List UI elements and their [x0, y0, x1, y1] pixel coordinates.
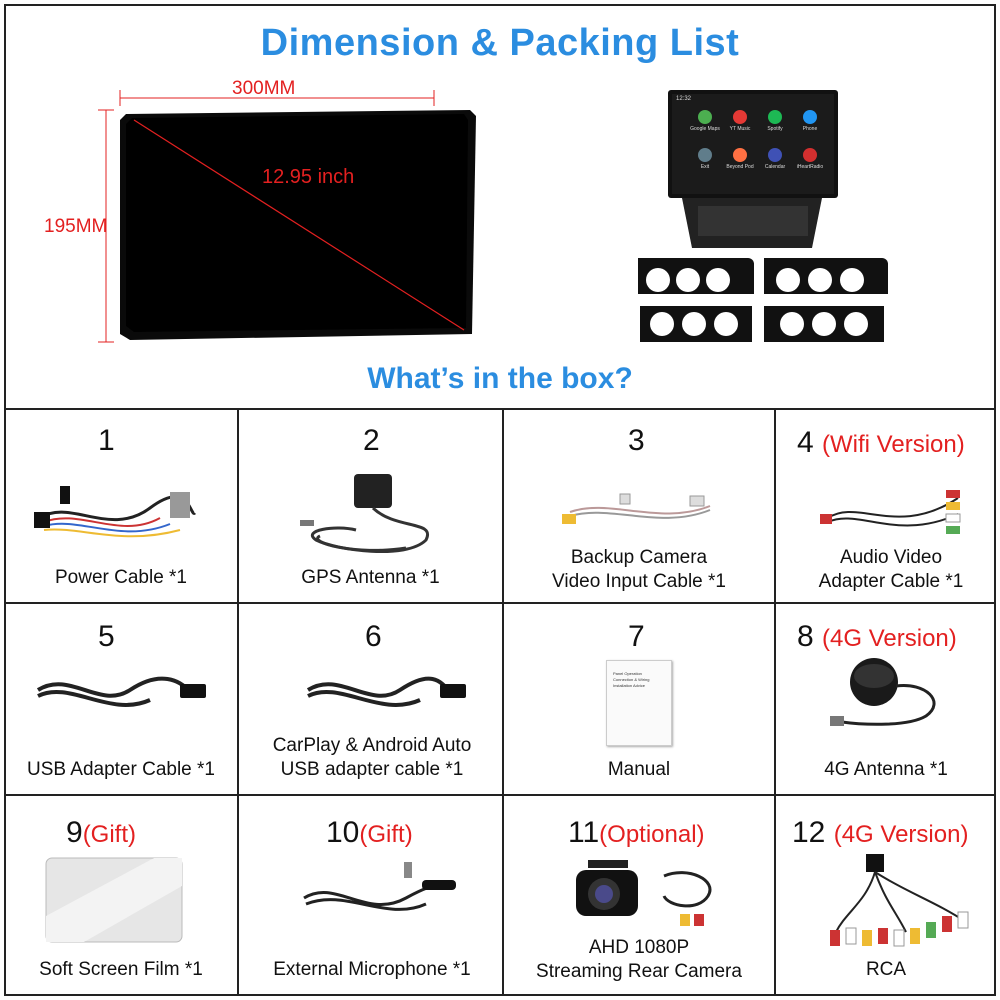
usb-cable-icon — [36, 676, 206, 707]
status-time: 12:32 — [676, 96, 692, 102]
app-google-maps[interactable]: Google Maps — [688, 106, 722, 142]
app-label: Phone — [802, 126, 818, 132]
app-calendar[interactable]: Calendar — [758, 144, 792, 180]
microphone-icon — [303, 862, 456, 911]
gps-antenna-icon — [300, 474, 430, 554]
item-3-number: 3 — [628, 424, 645, 457]
app-icon — [803, 148, 817, 162]
item-2-number: 2 — [363, 424, 380, 457]
app-label: Beyond Pod — [726, 164, 754, 170]
app-exit[interactable]: Exit — [688, 144, 722, 180]
item-4-tag: (Wifi Version) — [822, 431, 965, 458]
4g-antenna-icon — [830, 658, 936, 726]
item-8-number: 8 (4G Version) — [797, 620, 957, 653]
av-adapter-cable-icon — [820, 490, 961, 534]
diagonal-label: 12.95 inch — [262, 166, 355, 188]
item-1-label: Power Cable *1 — [54, 567, 188, 588]
app-label: Spotify — [767, 126, 783, 132]
app-yt-music[interactable]: YT Music — [723, 106, 757, 142]
item-12-label: RCA — [865, 959, 907, 980]
app-icon — [803, 110, 817, 124]
app-spotify[interactable]: Spotify — [758, 106, 792, 142]
item-4-number: 4 (Wifi Version) — [797, 426, 965, 459]
app-label: Calendar — [764, 164, 786, 170]
app-icon — [768, 110, 782, 124]
width-label: 300MM — [232, 78, 296, 99]
carplay-usb-cable-icon — [306, 676, 466, 707]
rear-camera-icon — [576, 860, 712, 926]
screen-film-icon — [45, 857, 183, 943]
app-label: Google Maps — [690, 126, 720, 132]
grid-line-col4 — [774, 408, 776, 996]
app-iheartradio[interactable]: iHeartRadio — [793, 144, 827, 180]
head-unit-frame — [638, 90, 888, 342]
item-9-number: 9(Gift) — [66, 816, 137, 849]
grid-line-col2 — [237, 408, 239, 996]
app-icon — [698, 110, 712, 124]
app-icon — [698, 148, 712, 162]
item-10-number: 10(Gift) — [326, 816, 413, 849]
camera-cable-icon — [562, 493, 711, 524]
item-2-label: GPS Antenna *1 — [301, 567, 440, 588]
item-10-tag: (Gift) — [359, 821, 413, 848]
item-9-label: Soft Screen Film *1 — [39, 959, 203, 980]
item-12-number: 12 (4G Version) — [792, 816, 969, 849]
item-7-label: Manual — [607, 759, 671, 780]
rca-cable-icon — [830, 854, 969, 947]
height-label: 195MM — [44, 216, 108, 237]
item-1-number: 1 — [98, 424, 115, 457]
outer-frame — [4, 4, 996, 996]
item-8-tag: (4G Version) — [822, 625, 957, 652]
item-7-number: 7 — [628, 620, 645, 653]
item-12-tag: (4G Version) — [833, 821, 969, 848]
grid-line-row3 — [4, 794, 996, 796]
item-8-label: 4G Antenna *1 — [824, 759, 948, 780]
app-icon — [768, 148, 782, 162]
screen-dimension-illustration — [120, 110, 476, 340]
width-dimension-line — [119, 90, 435, 106]
item-5-number: 5 — [98, 620, 115, 653]
box-title: What’s in the box? — [367, 362, 633, 395]
item-9-tag: (Gift) — [82, 821, 137, 848]
height-dimension-line — [98, 109, 114, 343]
app-label: YT Music — [729, 126, 751, 132]
grid-line-col3 — [502, 408, 504, 996]
item-11-number: 11(Optional) — [568, 816, 705, 849]
grid-line-row2 — [4, 602, 996, 604]
item-6-number: 6 — [365, 620, 382, 653]
app-icon — [733, 110, 747, 124]
app-phone[interactable]: Phone — [793, 106, 827, 142]
item-5-label: USB Adapter Cable *1 — [26, 759, 215, 780]
item-11-tag: (Optional) — [599, 821, 705, 848]
grid-line-top — [4, 408, 996, 410]
app-label: Exit — [700, 164, 710, 170]
app-label: iHeartRadio — [796, 164, 824, 170]
app-icon — [733, 148, 747, 162]
app-beyond-pod[interactable]: Beyond Pod — [723, 144, 757, 180]
item-10-label: External Microphone *1 — [273, 959, 471, 980]
power-cable-icon — [34, 486, 197, 538]
page-title: Dimension & Packing List — [260, 22, 740, 64]
